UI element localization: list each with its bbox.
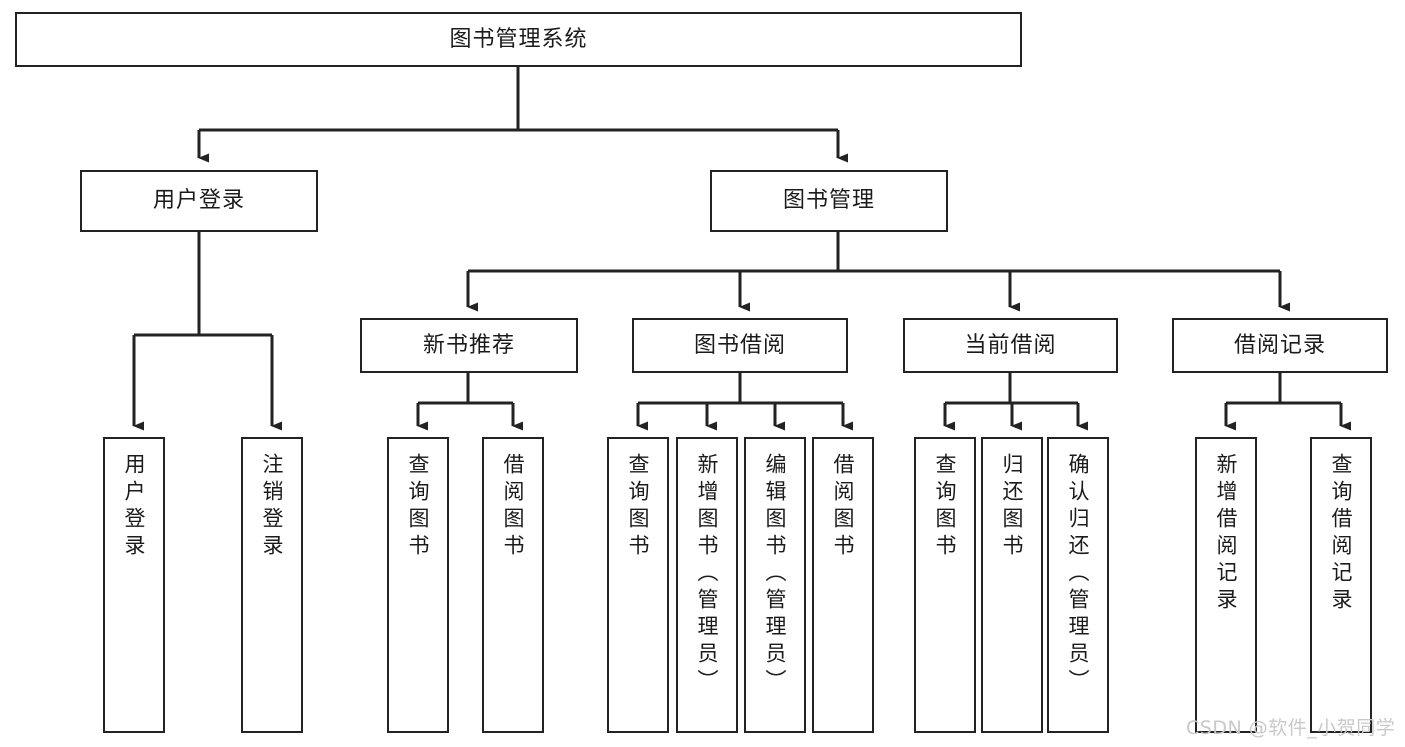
node-leaf-query-book-3[interactable]: 查询图书: [914, 437, 976, 733]
node-leaf-query-borrow-record[interactable]: 查询借阅记录: [1310, 437, 1372, 733]
node-borrow-record-label: 借阅记录: [1233, 332, 1326, 358]
node-leaf-query-book-1[interactable]: 查询图书: [387, 437, 449, 733]
node-leaf-user-login-label: 用户登录: [122, 453, 147, 561]
node-leaf-edit-book-admin-label: 编辑图书（管理员）: [763, 453, 788, 696]
node-leaf-query-book-3-label: 查询图书: [933, 453, 958, 561]
node-leaf-query-borrow-record-label: 查询借阅记录: [1329, 453, 1354, 615]
node-leaf-add-book-admin[interactable]: 新增图书（管理员）: [676, 437, 738, 733]
node-root[interactable]: 图书管理系统: [15, 12, 1022, 67]
node-leaf-query-book-1-label: 查询图书: [406, 453, 431, 561]
node-leaf-borrow-book-1-label: 借阅图书: [501, 453, 526, 561]
node-leaf-query-book-2-label: 查询图书: [626, 453, 651, 561]
node-leaf-query-book-2[interactable]: 查询图书: [607, 437, 669, 733]
node-current-borrow-label: 当前借阅: [964, 332, 1057, 358]
node-leaf-borrow-book-1[interactable]: 借阅图书: [482, 437, 544, 733]
node-leaf-user-login[interactable]: 用户登录: [103, 437, 165, 733]
node-leaf-add-book-admin-label: 新增图书（管理员）: [695, 453, 720, 696]
node-leaf-user-logout-label: 注销登录: [260, 453, 285, 561]
node-book-management[interactable]: 图书管理: [710, 170, 948, 232]
node-book-management-label: 图书管理: [782, 188, 875, 213]
node-borrow-record[interactable]: 借阅记录: [1172, 318, 1388, 373]
node-leaf-borrow-book-2-label: 借阅图书: [831, 453, 856, 561]
node-leaf-confirm-return-admin-label: 确认归还（管理员）: [1066, 453, 1091, 696]
node-root-label: 图书管理系统: [449, 26, 588, 52]
node-new-book-recommend-label: 新书推荐: [422, 332, 515, 358]
node-user-login[interactable]: 用户登录: [80, 170, 318, 232]
node-leaf-return-book-label: 归还图书: [1000, 453, 1025, 561]
node-user-login-label: 用户登录: [152, 188, 245, 213]
node-leaf-confirm-return-admin[interactable]: 确认归还（管理员）: [1047, 437, 1109, 733]
node-leaf-user-logout[interactable]: 注销登录: [241, 437, 303, 733]
node-new-book-recommend[interactable]: 新书推荐: [360, 318, 578, 373]
node-leaf-add-borrow-record-label: 新增借阅记录: [1214, 453, 1239, 615]
node-leaf-return-book[interactable]: 归还图书: [981, 437, 1043, 733]
node-current-borrow[interactable]: 当前借阅: [903, 318, 1118, 373]
node-book-borrow[interactable]: 图书借阅: [632, 318, 848, 373]
node-leaf-add-borrow-record[interactable]: 新增借阅记录: [1195, 437, 1257, 733]
node-leaf-edit-book-admin[interactable]: 编辑图书（管理员）: [744, 437, 806, 733]
node-leaf-borrow-book-2[interactable]: 借阅图书: [812, 437, 874, 733]
node-book-borrow-label: 图书借阅: [693, 332, 786, 358]
